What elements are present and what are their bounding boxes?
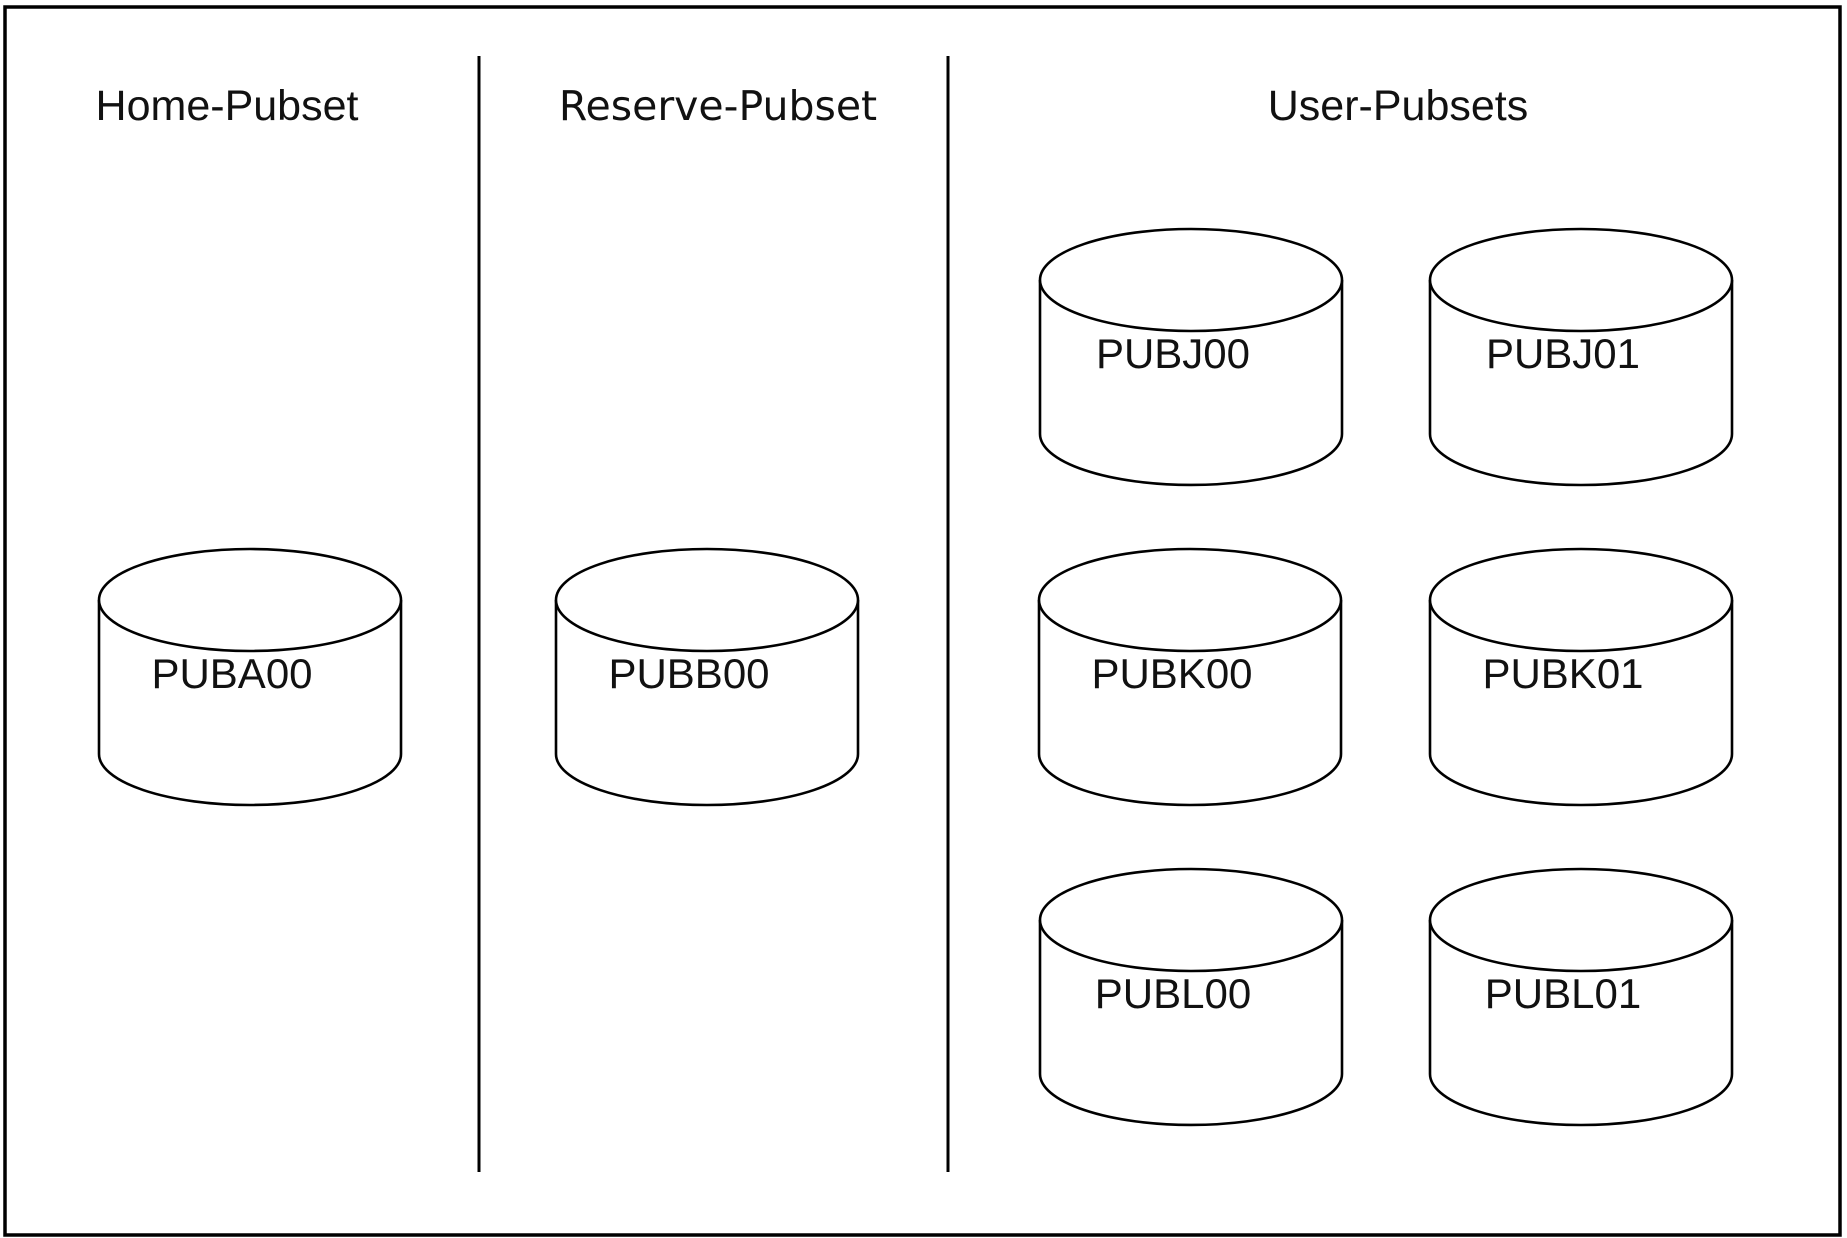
volume-label: PUBA00 <box>151 650 312 697</box>
volume-label: PUBJ00 <box>1096 330 1250 377</box>
cylinder-body <box>97 600 403 807</box>
diagram-frame <box>3 5 1842 1237</box>
cylinder-top <box>554 547 860 653</box>
cylinder-top <box>1428 547 1734 653</box>
volume-label: PUBL01 <box>1485 970 1641 1017</box>
disk-cylinder-icon: PUBL00 <box>1038 867 1344 1127</box>
disk-cylinder-icon: PUBA00 <box>97 547 403 807</box>
disk-cylinder-icon: PUBB00 <box>554 547 860 807</box>
cylinder-body <box>554 600 860 807</box>
disk-cylinder-icon: PUBK01 <box>1428 547 1734 807</box>
volume-group-reserve: PUBB00 <box>554 547 860 807</box>
cylinder-top <box>1038 227 1344 333</box>
cylinder-body <box>1428 280 1734 487</box>
cylinder-top <box>1037 547 1343 653</box>
volume-label: PUBK01 <box>1482 650 1643 697</box>
cylinder-body <box>1038 280 1344 487</box>
cylinder-top <box>1428 227 1734 333</box>
cylinder-body <box>1038 920 1344 1127</box>
home-pubset-heading: Home-Pubset <box>96 82 359 130</box>
volume-label: PUBJ01 <box>1486 330 1640 377</box>
disk-cylinder-icon: PUBJ01 <box>1428 227 1734 487</box>
disk-cylinder-icon: PUBL01 <box>1428 867 1734 1127</box>
volume-label: PUBL00 <box>1095 970 1251 1017</box>
reserve-pubset-heading: Reserve-Pubset <box>559 82 877 130</box>
cylinder-top <box>1038 867 1344 973</box>
volume-label: PUBK00 <box>1091 650 1252 697</box>
cylinder-body <box>1428 600 1734 807</box>
volume-group-user: PUBJ00 PUBJ01 PUBK00 PUBK01 PUBL00 PUBL0… <box>1037 227 1734 1127</box>
disk-cylinder-icon: PUBJ00 <box>1038 227 1344 487</box>
volume-group-home: PUBA00 <box>97 547 403 807</box>
volume-label: PUBB00 <box>608 650 769 697</box>
cylinder-body <box>1428 920 1734 1127</box>
cylinder-top <box>97 547 403 653</box>
cylinder-body <box>1037 600 1343 807</box>
user-pubsets-heading: User-Pubsets <box>1268 82 1528 130</box>
cylinder-top <box>1428 867 1734 973</box>
disk-cylinder-icon: PUBK00 <box>1037 547 1343 807</box>
